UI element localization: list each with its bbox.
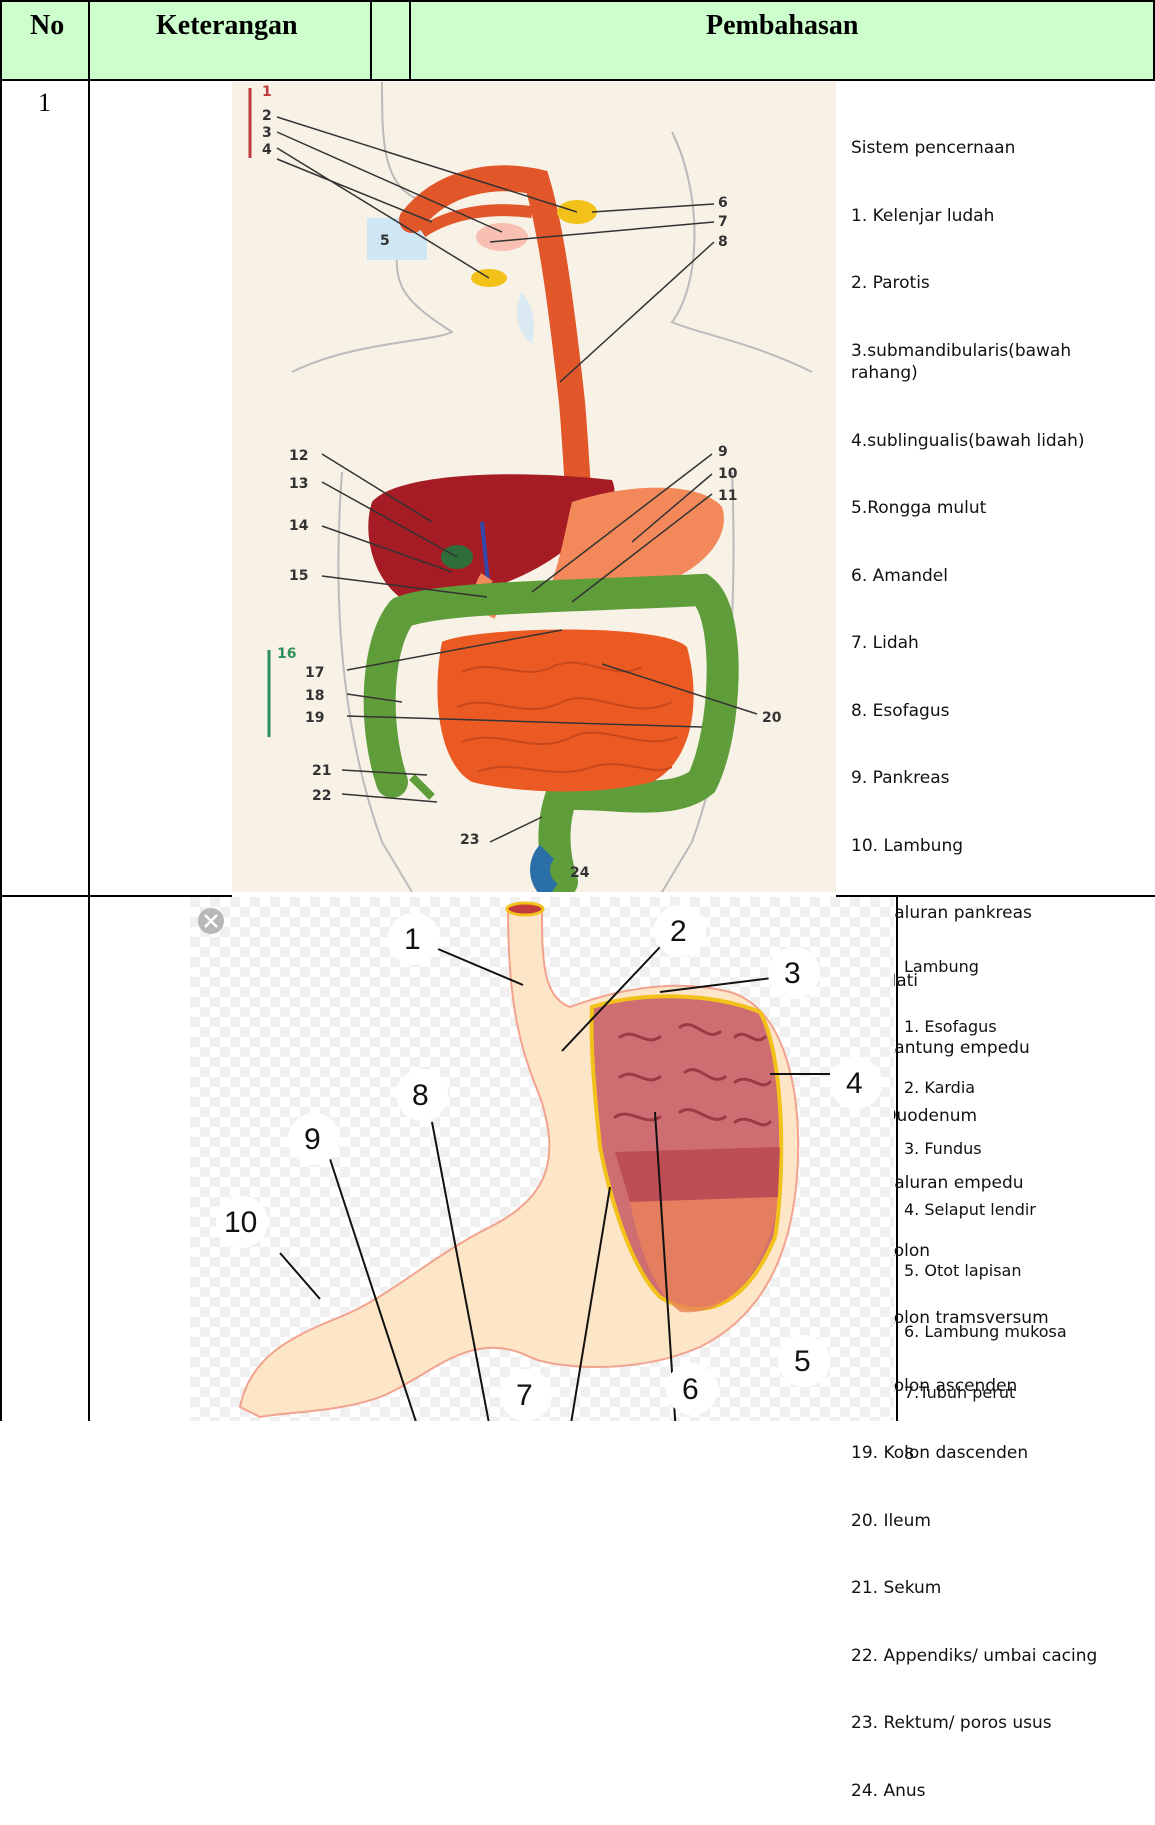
- legend-item: 8: [904, 1444, 1149, 1464]
- header-pembahasan: Pembahasan: [706, 10, 858, 42]
- fig1-label-2: 2: [262, 108, 272, 124]
- legend-item: 6. Lambung mukosa: [904, 1322, 1149, 1342]
- table-top-border: [0, 0, 1155, 2]
- fig1-label-24: 24: [570, 865, 590, 881]
- legend-item: 5.Rongga mulut: [851, 497, 1141, 520]
- legend-item: 24. Anus: [851, 1780, 1141, 1803]
- fig1-label-18: 18: [305, 688, 324, 704]
- legend-item: 21. Sekum: [851, 1577, 1141, 1600]
- fig1-label-6: 6: [718, 195, 728, 211]
- legend-item: 1. Esofagus: [904, 1017, 1149, 1037]
- fig1-label-8: 8: [718, 234, 728, 250]
- fig1-label-21: 21: [312, 763, 331, 779]
- legend-item: 9. Pankreas: [851, 767, 1141, 790]
- fig2-label-4: 4: [846, 1067, 863, 1100]
- fig1-label-20: 20: [762, 710, 782, 726]
- fig2-label-1: 1: [404, 923, 421, 956]
- col-border-ket-b: [409, 0, 411, 80]
- legend-item: 2. Parotis: [851, 272, 1141, 295]
- fig1-label-4: 4: [262, 142, 272, 158]
- col-border-ket-a: [370, 0, 372, 80]
- legend-item: 4.sublingualis(bawah lidah): [851, 430, 1141, 453]
- fig1-label-13: 13: [289, 476, 308, 492]
- header-no: No: [30, 10, 64, 42]
- fig1-label-7: 7: [718, 214, 728, 230]
- fig2-label-9: 9: [304, 1123, 321, 1156]
- legend-item: 4. Selaput lendir: [904, 1200, 1149, 1220]
- row-number: 1: [38, 88, 51, 118]
- legend-item: 8. Esofagus: [851, 700, 1141, 723]
- fig1-label-11: 11: [718, 488, 737, 504]
- legend-item: 3. Fundus: [904, 1139, 1149, 1159]
- fig1-label-19: 19: [305, 710, 324, 726]
- legend-item: 6. Amandel: [851, 565, 1141, 588]
- stomach-figure: 1 2 3 4 5 6 7 8 9 10: [190, 897, 894, 1421]
- fig1-label-5: 5: [380, 233, 390, 249]
- fig2-label-8: 8: [412, 1079, 429, 1112]
- fig2-label-2: 2: [670, 915, 687, 948]
- fig1-label-17: 17: [305, 665, 324, 681]
- stomach-legend: Lambung 1. Esofagus 2. Kardia 3. Fundus …: [904, 916, 1149, 1484]
- legend-title: Lambung: [904, 957, 1149, 977]
- fig1-label-15: 15: [289, 568, 308, 584]
- legend-item: 20. Ileum: [851, 1510, 1141, 1533]
- fig1-label-12: 12: [289, 448, 308, 464]
- header-keterangan: Keterangan: [156, 10, 298, 42]
- legend-item: 7. Lidah: [851, 632, 1141, 655]
- fig2-label-6: 6: [682, 1373, 699, 1406]
- legend-item: 5. Otot lapisan: [904, 1261, 1149, 1281]
- fig2-label-7: 7: [516, 1379, 533, 1412]
- col-border-no: [88, 0, 90, 1421]
- fig1-label-10: 10: [718, 466, 738, 482]
- fig1-label-16: 16: [277, 646, 296, 662]
- legend-item: 22. Appendiks/ umbai cacing: [851, 1645, 1141, 1668]
- col-border-left: [0, 0, 2, 1421]
- legend-title: Sistem pencernaan: [851, 137, 1141, 160]
- fig1-label-22: 22: [312, 788, 331, 804]
- fig1-label-1: 1: [262, 84, 272, 100]
- legend-item: 1. Kelenjar ludah: [851, 205, 1141, 228]
- digestive-system-figure: 1 2 3 4 5 6 7 8 9 10 11 12 13 14 15 16 1…: [232, 82, 836, 892]
- fig1-label-23: 23: [460, 832, 479, 848]
- fig2-label-3: 3: [784, 957, 801, 990]
- legend-item: 7.Tubuh perut: [904, 1383, 1149, 1403]
- legend-item: 2. Kardia: [904, 1078, 1149, 1098]
- fig1-label-14: 14: [289, 518, 309, 534]
- header-bottom-border: [0, 79, 1155, 81]
- legend-item: 10. Lambung: [851, 835, 1141, 858]
- legend-item: 23. Rektum/ poros usus: [851, 1712, 1141, 1735]
- fig2-label-5: 5: [794, 1345, 811, 1378]
- fig2-label-10: 10: [224, 1206, 257, 1239]
- legend-item: 3.submandibularis(bawah rahang): [851, 340, 1141, 385]
- fig1-label-3: 3: [262, 125, 272, 141]
- fig1-label-9: 9: [718, 444, 728, 460]
